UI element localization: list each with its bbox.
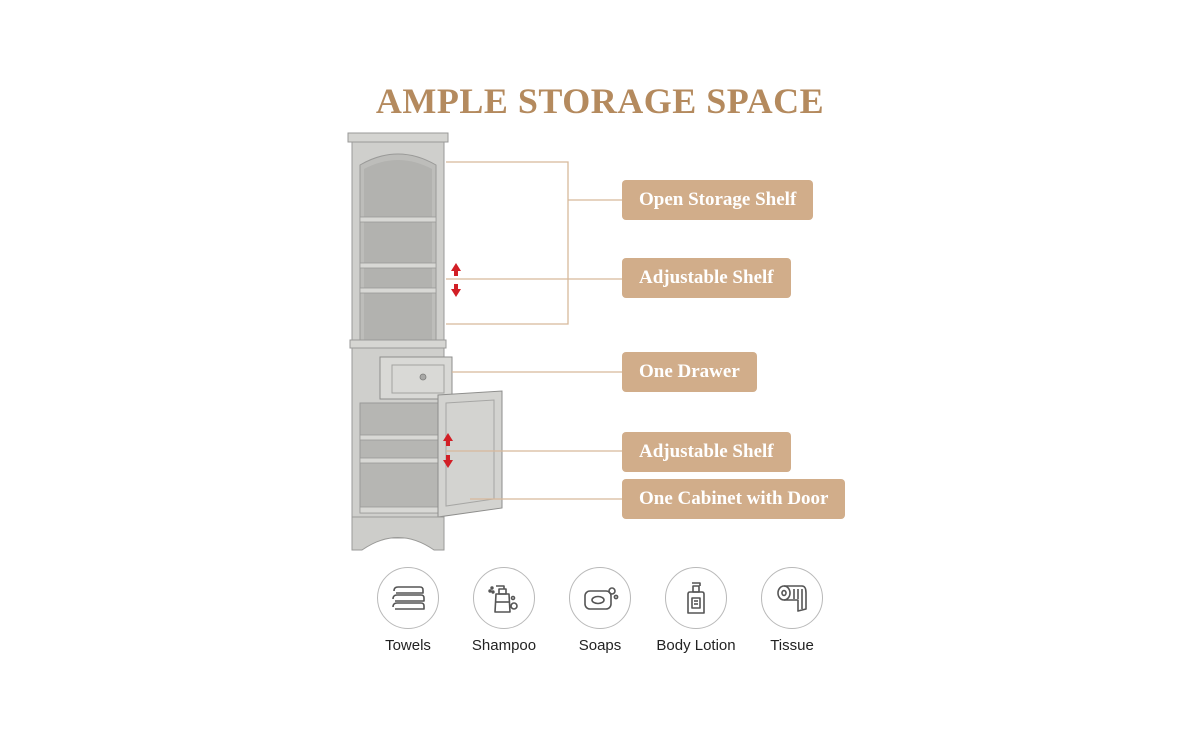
usage-label: Towels xyxy=(385,637,431,654)
lotion-icon xyxy=(687,582,705,614)
usage-label: Body Lotion xyxy=(656,637,736,654)
soap-icon xyxy=(584,587,619,610)
usage-item-body-lotion: Body Lotion xyxy=(648,567,744,654)
tissue-icon xyxy=(777,585,807,612)
callout-adjustable-shelf-upper: Adjustable Shelf xyxy=(622,258,791,298)
usage-item-towels: Towels xyxy=(360,567,456,654)
callout-cabinet-with-door: One Cabinet with Door xyxy=(622,479,846,519)
callout-adjustable-shelf-lower: Adjustable Shelf xyxy=(622,432,791,472)
usage-label: Tissue xyxy=(770,637,814,654)
usage-label: Soaps xyxy=(578,637,622,654)
usage-label: Shampoo xyxy=(471,637,537,654)
usage-item-tissue: Tissue xyxy=(744,567,840,654)
cabinet-illustration xyxy=(347,132,503,551)
page-title: AMPLE STORAGE SPACE xyxy=(375,81,825,121)
usage-item-soaps: Soaps xyxy=(552,567,648,654)
shampoo-icon xyxy=(488,585,518,613)
usage-icons: Towels Shampoo xyxy=(360,567,840,667)
callout-one-drawer: One Drawer xyxy=(622,352,757,392)
callout-open-storage-shelf: Open Storage Shelf xyxy=(622,180,814,220)
usage-item-shampoo: Shampoo xyxy=(456,567,552,654)
towels-icon xyxy=(392,586,425,610)
